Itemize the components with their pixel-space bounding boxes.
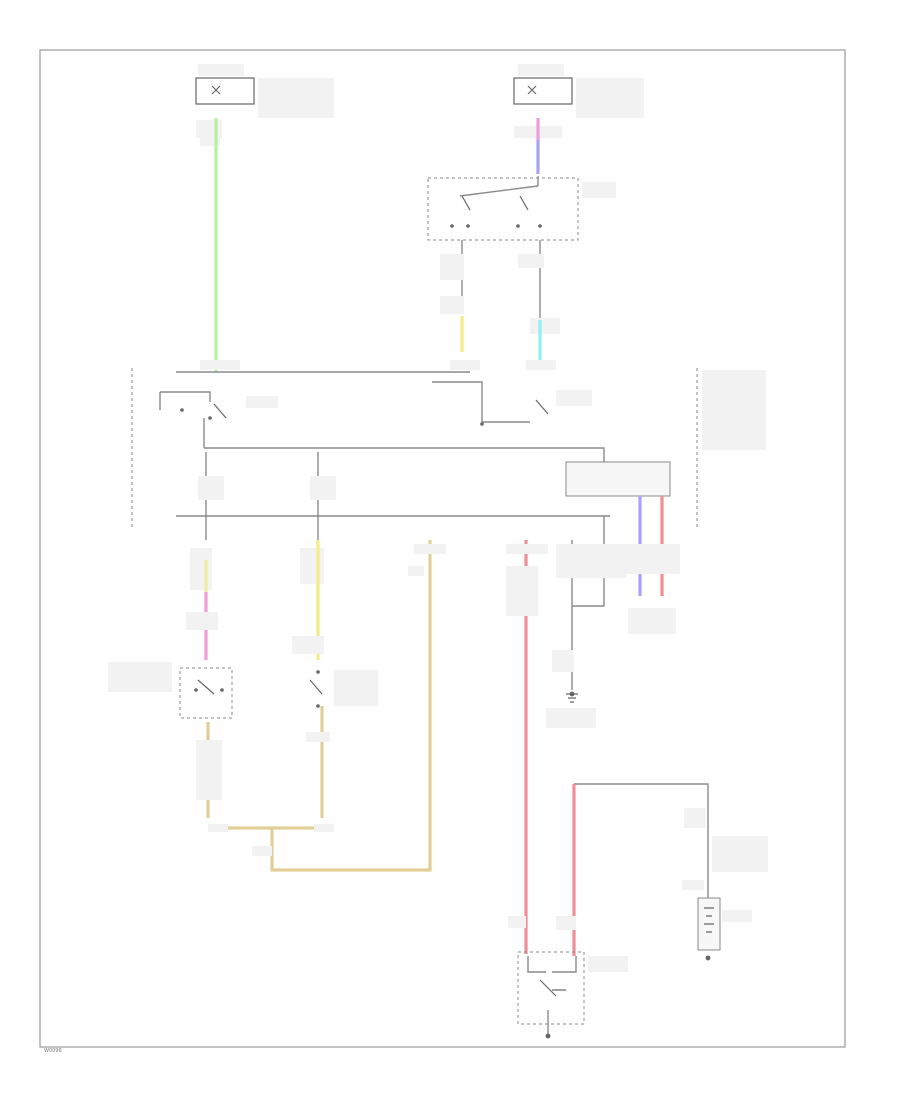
tan-top-label xyxy=(414,544,446,554)
battery-symbol xyxy=(697,897,752,961)
tan-side-label xyxy=(408,566,424,576)
pink-connector-label xyxy=(186,612,218,630)
mid-connector-label xyxy=(300,548,324,584)
ground-connector-label xyxy=(556,544,626,578)
engine-switch xyxy=(432,381,592,426)
ground-wire-label xyxy=(552,650,574,672)
ground-symbol xyxy=(546,691,596,728)
data-wire-labels xyxy=(620,544,680,574)
module-label-mid xyxy=(310,476,336,500)
mid-lower-label xyxy=(306,732,330,742)
battery-cable-label xyxy=(682,880,704,890)
diagram-reference-code: W0096 xyxy=(44,1048,62,1054)
battery-terminal-label xyxy=(684,808,706,828)
module-label-left xyxy=(198,476,224,500)
device-switch xyxy=(427,176,616,241)
wire-label-left xyxy=(440,254,464,280)
wire-label-mid xyxy=(440,296,464,314)
tan-wire-label xyxy=(252,846,272,856)
wire-color-label xyxy=(200,138,220,146)
bus-top-label-right-2 xyxy=(526,360,556,370)
red-top-label xyxy=(506,544,548,554)
ecm-box xyxy=(565,370,766,497)
mid-yellow-label xyxy=(292,636,324,654)
bus-top-label xyxy=(200,360,240,370)
fuse-label-block xyxy=(196,120,222,138)
transmission-range-switch xyxy=(108,662,233,719)
data-link-connector-label xyxy=(628,608,676,634)
wire-label-right-2 xyxy=(530,318,560,334)
battery-wire xyxy=(574,783,709,950)
red-mid-label xyxy=(506,566,538,616)
bus-top-label-right xyxy=(450,360,480,370)
diagram-frame xyxy=(39,49,846,1048)
wire-label-right xyxy=(518,254,544,268)
tan-loop-label-right xyxy=(314,824,334,832)
bus-middle xyxy=(204,447,605,464)
red-low-label xyxy=(508,916,526,928)
starter-relay xyxy=(159,391,278,448)
ground-wire-module xyxy=(571,516,605,690)
fuse-block-left xyxy=(195,64,334,118)
battery-fuse-label xyxy=(712,836,768,872)
left-lower-label xyxy=(196,740,222,800)
left-connector-label xyxy=(190,548,212,590)
fuse-block-right xyxy=(513,64,644,118)
starter-motor xyxy=(517,916,628,1039)
clutch-interlock-switch xyxy=(309,670,378,708)
tan-loop-label-left xyxy=(208,824,228,832)
